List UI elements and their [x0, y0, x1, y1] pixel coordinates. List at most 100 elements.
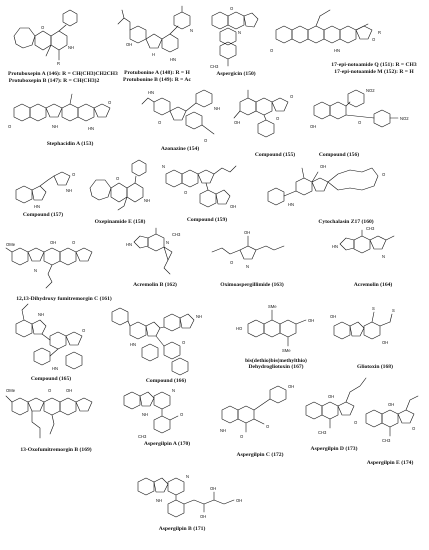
svg-text:O: O	[116, 176, 120, 181]
svg-text:N: N	[172, 388, 175, 393]
svg-text:O: O	[158, 120, 162, 125]
svg-text:O: O	[72, 240, 76, 245]
svg-text:OH: OH	[230, 204, 236, 209]
caption-162: Acremolin B (162)	[133, 282, 177, 288]
svg-text:OH: OH	[236, 498, 242, 503]
svg-text:OH: OH	[244, 230, 250, 235]
svg-text:CH3: CH3	[382, 438, 391, 443]
svg-text:CH3: CH3	[366, 226, 375, 231]
svg-text:O: O	[230, 6, 234, 11]
caption-149: Protubonine B (149): R = Ac	[123, 77, 191, 83]
svg-text:O: O	[266, 424, 270, 429]
structure-168: S S OH OH	[330, 306, 395, 345]
svg-text:OH: OH	[66, 388, 72, 393]
svg-text:S: S	[392, 308, 395, 313]
caption-158: Oxepinamide E (158)	[94, 219, 146, 225]
svg-text:OH: OH	[234, 120, 240, 125]
structure-165: NH O HN	[15, 303, 86, 371]
structure-173: CH3 O OH	[305, 377, 367, 435]
svg-text:N: N	[190, 28, 193, 33]
caption-159: Compound (159)	[186, 217, 228, 223]
svg-text:O: O	[182, 340, 186, 345]
structure-170: NH N O CH3	[123, 388, 184, 439]
svg-text:NH: NH	[214, 106, 220, 111]
svg-text:O: O	[412, 426, 416, 431]
caption-151: 17-epi-notoamide Q (151): R = CH3	[331, 62, 417, 68]
structure-158: NH O	[89, 159, 150, 211]
structure-159: N OH O	[162, 164, 237, 209]
svg-text:OH: OH	[210, 486, 216, 491]
svg-text:O: O	[82, 328, 86, 333]
svg-text:O: O	[358, 120, 362, 125]
caption-164: Acremolin (164)	[353, 282, 393, 288]
svg-text:SMe: SMe	[282, 348, 291, 353]
caption-173: Aspergilpin D (173)	[310, 446, 358, 452]
structure-155: O O OH	[233, 89, 294, 138]
svg-text:OMe: OMe	[6, 388, 16, 393]
structure-167: SMe SMe OH HO	[236, 304, 314, 353]
svg-text:HO: HO	[236, 326, 243, 331]
svg-text:S: S	[372, 306, 375, 311]
structure-156: NO2 NO2 OH O	[310, 88, 409, 129]
svg-text:HN: HN	[88, 126, 94, 131]
svg-text:H: H	[152, 52, 155, 57]
caption-170: Aspergilpin A (170)	[143, 441, 191, 447]
svg-text:NO2: NO2	[366, 88, 375, 93]
structure-161: OMe OH N O	[5, 240, 93, 289]
caption-150: Aspergicin (150)	[216, 71, 256, 77]
svg-text:HN: HN	[130, 342, 136, 347]
svg-text:R: R	[57, 61, 60, 66]
structure-151-152: O O R HN	[270, 9, 381, 53]
caption-154: Azonazine (154)	[160, 146, 200, 152]
svg-text:O: O	[8, 124, 12, 129]
svg-text:OMe: OMe	[6, 242, 16, 247]
structure-153: O NH HN O	[8, 93, 112, 131]
svg-text:OH: OH	[310, 124, 316, 129]
structure-171: NH N OH OH OH	[137, 474, 242, 519]
caption-163: Oximoaspergillimide (163)	[220, 282, 284, 288]
svg-text:HN: HN	[148, 90, 154, 95]
svg-text:O: O	[48, 388, 52, 393]
svg-text:OH: OH	[330, 314, 336, 319]
svg-text:NH: NH	[144, 198, 150, 203]
svg-text:OH: OH	[382, 340, 388, 345]
caption-169: 13-Oxofumitremorgin B (169)	[20, 447, 92, 453]
svg-text:NH: NH	[52, 124, 58, 129]
svg-text:OH: OH	[50, 240, 56, 245]
caption-155: Compound (155)	[254, 152, 296, 158]
structure-169: OMe O OH	[5, 388, 93, 439]
structure-160: OH HN O	[267, 164, 386, 207]
svg-text:NH: NH	[142, 412, 148, 417]
svg-text:HN: HN	[332, 244, 338, 249]
caption-157: Compound (157)	[22, 212, 64, 218]
svg-text:NH: NH	[38, 312, 44, 317]
svg-text:O: O	[184, 190, 188, 195]
svg-text:N: N	[166, 240, 169, 245]
caption-172: Aspergilpin C (172)	[236, 452, 284, 458]
svg-text:R: R	[378, 30, 381, 35]
svg-text:CH3: CH3	[210, 64, 219, 69]
svg-text:OH: OH	[308, 318, 314, 323]
svg-text:NH: NH	[196, 314, 202, 319]
svg-text:OH: OH	[320, 164, 326, 169]
svg-text:HN: HN	[34, 204, 40, 209]
structure-150: O N CH3	[210, 6, 259, 69]
svg-text:O: O	[230, 260, 234, 265]
svg-text:O: O	[372, 37, 376, 42]
svg-text:HN: HN	[334, 48, 340, 53]
svg-text:O: O	[108, 100, 112, 105]
svg-text:N: N	[238, 30, 241, 35]
structure-157: HN O NH	[15, 171, 76, 209]
caption-146: Protuboxepin A (146): R = CH(CH3)CH2CH3	[8, 71, 118, 77]
svg-text:HN: HN	[126, 242, 132, 247]
structure-162: HN N CH3	[126, 227, 181, 275]
caption-171: Aspergilpin B (171)	[158, 526, 206, 532]
caption-152: 17-epi-notoamide M (152): R = H	[334, 69, 414, 75]
structure-166: NH HN O	[111, 307, 202, 376]
svg-text:O: O	[354, 420, 358, 425]
svg-text:CH3: CH3	[318, 430, 327, 435]
caption-166: Compound (166)	[145, 378, 187, 384]
svg-text:O: O	[290, 94, 294, 99]
svg-text:OH: OH	[328, 394, 334, 399]
svg-text:HN: HN	[170, 57, 176, 62]
